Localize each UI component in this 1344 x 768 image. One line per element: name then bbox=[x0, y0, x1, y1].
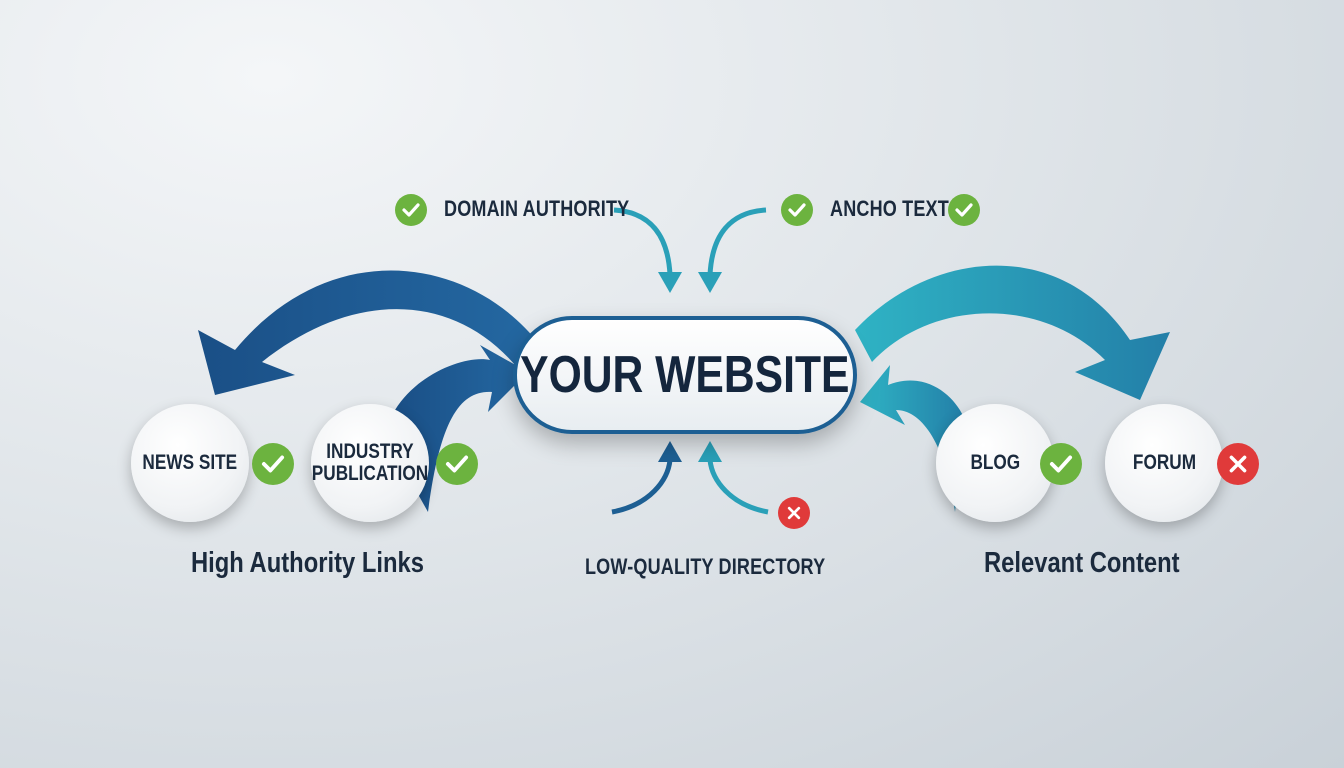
left-outer-arrow bbox=[198, 270, 540, 395]
right-inner-arrow bbox=[860, 365, 965, 512]
domain-authority-arrow bbox=[613, 207, 673, 276]
check-icon bbox=[948, 194, 980, 226]
check-icon bbox=[436, 443, 478, 485]
bottom-left-arrowhead bbox=[658, 441, 682, 462]
bottom-right-arrowhead bbox=[698, 441, 722, 462]
node-industry-publication: INDUSTRY PUBLICATION bbox=[311, 404, 429, 522]
check-icon bbox=[395, 194, 427, 226]
node-forum: FORUM bbox=[1105, 404, 1223, 522]
node-label: BLOG bbox=[970, 451, 1020, 474]
node-label: INDUSTRY PUBLICATION bbox=[311, 440, 429, 485]
bottom-left-arrow bbox=[611, 459, 673, 515]
node-label: NEWS SITE bbox=[142, 451, 238, 474]
check-icon bbox=[252, 443, 294, 485]
ancho-text-arrowhead bbox=[698, 272, 722, 293]
cross-icon bbox=[1217, 443, 1259, 485]
your-website-hub: YOUR WEBSITE bbox=[513, 316, 857, 434]
node-label: FORUM bbox=[1132, 451, 1196, 474]
factor-domain-authority: DOMAIN AUTHORITY bbox=[444, 196, 630, 221]
check-icon bbox=[1040, 443, 1082, 485]
group-relevant-content: Relevant Content bbox=[984, 547, 1180, 579]
ancho-text-arrow bbox=[707, 207, 767, 276]
bottom-right-arrow bbox=[707, 459, 769, 515]
node-blog: BLOG bbox=[936, 404, 1054, 522]
factor-low-quality-directory: LOW-QUALITY DIRECTORY bbox=[585, 554, 826, 579]
check-icon bbox=[781, 194, 813, 226]
domain-authority-arrowhead bbox=[658, 272, 682, 293]
node-news-site: NEWS SITE bbox=[131, 404, 249, 522]
cross-icon bbox=[778, 497, 810, 529]
factor-ancho-text: ANCHO TEXT bbox=[830, 196, 949, 221]
hub-label: YOUR WEBSITE bbox=[520, 346, 850, 404]
right-outer-arrow bbox=[855, 265, 1170, 400]
group-high-authority-links: High Authority Links bbox=[191, 547, 424, 579]
